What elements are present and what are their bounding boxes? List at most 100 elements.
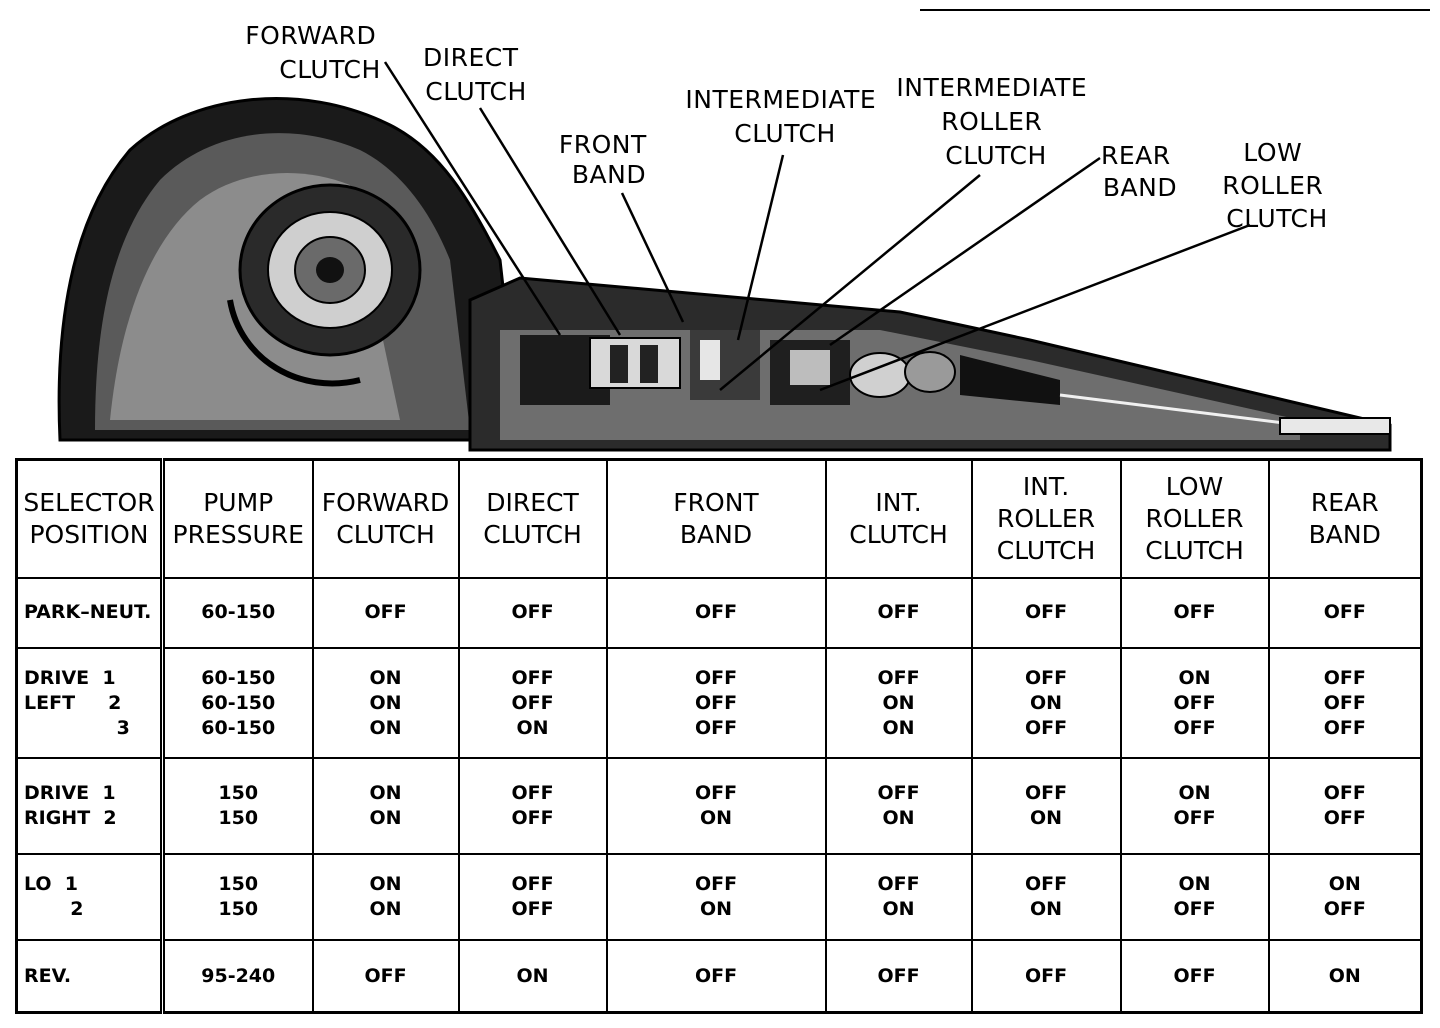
cell-value: OFF [1323, 691, 1366, 714]
cell-value: OFF [511, 666, 554, 689]
cell-value: ON [1029, 691, 1063, 714]
cell-value: OFF [1173, 691, 1216, 714]
column-header-line: PRESSURE [172, 519, 304, 549]
cell-value: ON [369, 691, 402, 714]
transmission-illustration [57, 97, 1392, 452]
table-cell: OFF [605, 576, 827, 649]
column-header-line: CLUTCH [996, 535, 1096, 565]
column-header-line: INT. [875, 487, 922, 517]
column-header-line: SELECTOR [23, 487, 155, 517]
cell-value: ON [1029, 807, 1063, 830]
cell-value: OFF [1024, 601, 1068, 624]
cell-value: ON [1029, 897, 1063, 920]
selector-line: DRIVE 1 [24, 782, 116, 805]
leader-rear-band [829, 156, 1101, 347]
cell-value: OFF [1323, 897, 1366, 920]
cell-value: ON [369, 666, 402, 689]
cell-value: OFF [694, 666, 738, 689]
cell-value: 60-150 [201, 716, 276, 739]
table-cell: OFF [970, 939, 1122, 1014]
cell-value: OFF [511, 807, 554, 830]
table-cell: 60-150 [161, 576, 314, 649]
selector-line: LEFT 2 [24, 691, 122, 714]
callout-rear-band: REAR BAND [1101, 141, 1179, 202]
table-cell: ON [457, 939, 608, 1014]
table-cell: OFF [311, 576, 460, 649]
selector-position-cell: REV. [15, 939, 165, 1014]
cell-value: OFF [694, 601, 738, 624]
column-header-line: ROLLER [996, 503, 1096, 533]
leader-forward-clutch [383, 61, 562, 336]
table-cell: OFF [1119, 576, 1270, 649]
cell-value: ON [516, 964, 549, 987]
cell-value: OFF [1323, 782, 1366, 805]
column-header-line: CLUTCH [1145, 535, 1244, 565]
leader-front-band [620, 192, 685, 323]
column-header-line: POSITION [29, 519, 149, 549]
cell-value: ON [516, 716, 549, 739]
transmission-cutaway-diagram: FORWARD CLUTCH DIRECT CLUTCH FRONT BAND … [57, 9, 1430, 452]
leader-lines [383, 61, 1251, 392]
callout-low-roller-clutch: LOW ROLLER CLUTCH [1222, 138, 1332, 233]
callout-intermediate-clutch: INTERMEDIATE CLUTCH [685, 85, 884, 148]
cell-value: OFF [694, 964, 738, 987]
cell-value: 60-150 [201, 601, 276, 624]
cell-value: ON [369, 716, 402, 739]
cell-value: OFF [1323, 666, 1366, 689]
cell-value: OFF [1024, 872, 1068, 895]
cell-value: ON [1178, 666, 1211, 689]
cell-value: OFF [1024, 716, 1068, 739]
selector-line: REV. [24, 964, 72, 987]
selector-line: DRIVE 1 [24, 666, 116, 689]
cell-value: ON [882, 716, 915, 739]
cell-value: 150 [218, 807, 259, 830]
cell-value: OFF [877, 782, 920, 805]
cell-value: OFF [877, 964, 920, 987]
cell-value: 150 [218, 782, 259, 805]
cell-value: OFF [1173, 897, 1216, 920]
column-header-line: BAND [1308, 519, 1381, 549]
leader-low-roller-clutch [819, 223, 1251, 392]
callout-forward-clutch: FORWARD CLUTCH [245, 21, 384, 84]
cell-value: ON [369, 807, 402, 830]
cell-value: ON [699, 897, 733, 920]
column-header-line: PUMP [203, 487, 274, 517]
cell-value: OFF [1173, 807, 1216, 830]
cell-value: OFF [694, 782, 738, 805]
column-header: INT.CLUTCH [824, 458, 973, 579]
cell-value: OFF [1323, 807, 1366, 830]
column-header-line: FORWARD [321, 487, 450, 517]
cell-value: 150 [218, 897, 259, 920]
cell-value: ON [1178, 782, 1211, 805]
column-header-line: BAND [679, 519, 753, 549]
column-header-line: REAR [1310, 487, 1379, 517]
table-cell: OFF [970, 576, 1122, 649]
cell-value: OFF [1173, 601, 1216, 624]
column-header-line: ROLLER [1145, 503, 1244, 533]
callout-direct-clutch: DIRECT CLUTCH [423, 43, 527, 106]
callout-intermediate-roller-clutch: INTERMEDIATE ROLLER CLUTCH [896, 73, 1095, 170]
